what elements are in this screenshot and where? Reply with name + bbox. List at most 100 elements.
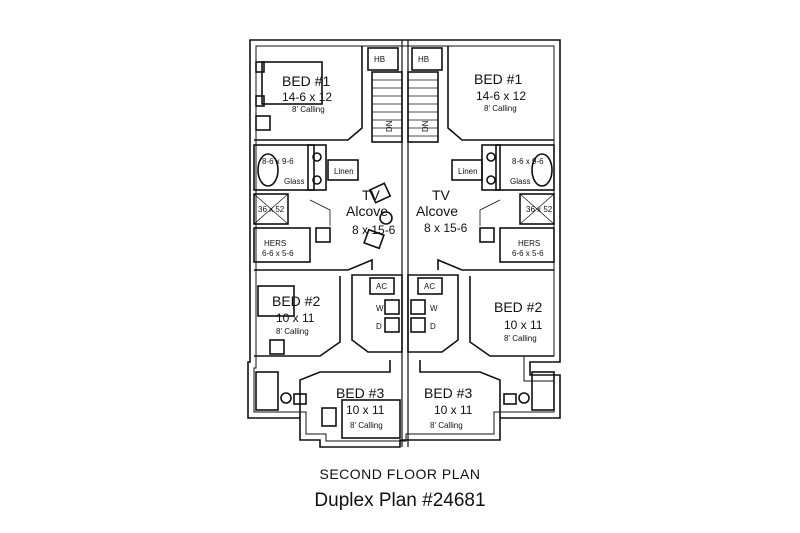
- bed3-left-ceiling: 8' Calling: [350, 421, 383, 430]
- laundry-left: [351, 274, 403, 353]
- corridor-right: [437, 258, 554, 271]
- wc-bottom-left: [280, 392, 292, 404]
- glass-right: Glass: [510, 177, 530, 186]
- washer-left: [384, 299, 400, 315]
- bed1-right-dims: 14-6 x 12: [476, 89, 526, 103]
- w-right: W: [430, 304, 438, 313]
- stair-right: [407, 71, 439, 143]
- bed1-left-bed: [261, 61, 323, 105]
- hers-left: [253, 227, 311, 263]
- wc-left: [315, 227, 331, 243]
- bed2-left-bed: [257, 285, 295, 317]
- d-right: D: [430, 322, 436, 331]
- ac-left-box: [369, 277, 395, 295]
- linen-right: [451, 159, 483, 181]
- shower-left-x2: [253, 193, 289, 225]
- wc-left-door: [309, 199, 331, 226]
- hb-right: HB: [418, 55, 429, 64]
- laundry-right: [407, 274, 459, 353]
- plan-caption: Duplex Plan #24681: [314, 490, 486, 511]
- bed1-left-dims: 14-6 x 12: [282, 90, 332, 104]
- bed3-right-wall: [419, 360, 501, 418]
- glass-left: Glass: [284, 177, 304, 186]
- bed3-left-wall: [299, 360, 391, 418]
- tv-chair-left: [368, 182, 392, 204]
- bed1-right-ceiling: 8' Calling: [484, 104, 517, 113]
- tv-chair-right: [363, 228, 385, 250]
- stair-right-treads: [408, 79, 438, 137]
- sink-bottom-right: [503, 393, 517, 405]
- tub-right: [531, 153, 553, 187]
- bed1-right-wall: [447, 46, 554, 141]
- dryer-right: [410, 317, 426, 333]
- bed2-right-wall: [469, 276, 554, 357]
- shower-left-dims: 36 x 52: [258, 205, 285, 214]
- hers-right-name: HERS: [518, 239, 540, 248]
- bath-left: [253, 144, 315, 191]
- bed1-left-wall: [254, 46, 363, 141]
- hers-right: [499, 227, 555, 263]
- bed2-right-name: BED #2: [494, 299, 542, 315]
- linen-right-label: Linen: [458, 167, 478, 176]
- bed2-left-name: BED #2: [272, 293, 320, 309]
- bath-right-dims: 8-6 x 9-6: [512, 157, 544, 166]
- bed3-left-desk: [321, 407, 337, 427]
- floor-caption: SECOND FLOOR PLAN: [319, 466, 481, 482]
- bed3-right-dims: 10 x 11: [434, 403, 473, 417]
- tub-bottom-left: [255, 371, 279, 411]
- tv-right-name2: Alcove: [416, 203, 458, 219]
- stair-left-treads: [372, 79, 402, 137]
- dn-right: DN: [421, 120, 430, 132]
- bath-right: [495, 144, 555, 191]
- w-left: W: [376, 304, 384, 313]
- bed1-right-name: BED #1: [474, 71, 522, 87]
- bed2-left-wall: [254, 276, 341, 357]
- d-left: D: [376, 322, 382, 331]
- sink-left-a: [312, 152, 322, 162]
- bed1-left-nightstand-b: [255, 95, 265, 107]
- shower-right: [519, 193, 555, 225]
- bed2-left-dresser: [269, 339, 285, 355]
- bed2-left-ceiling: 8' Calling: [276, 327, 309, 336]
- tv-left-name2: Alcove: [346, 203, 388, 219]
- sink-bottom-left: [293, 393, 307, 405]
- shower-right-x2: [519, 193, 555, 225]
- linen-left: [327, 159, 359, 181]
- shower-left: [253, 193, 289, 225]
- hers-left-name: HERS: [264, 239, 286, 248]
- bed3-right-ceiling: 8' Calling: [430, 421, 463, 430]
- bed2-right-dims: 10 x 11: [504, 318, 543, 332]
- stair-left: [371, 71, 403, 143]
- wc-bottom-right: [518, 392, 530, 404]
- sink-left-b: [312, 175, 322, 185]
- washer-right: [410, 299, 426, 315]
- hers-right-dims: 6-6 x 5-6: [512, 249, 544, 258]
- bed3-left-name: BED #3: [336, 385, 384, 401]
- ac-right-box: [417, 277, 443, 295]
- wc-right-door: [479, 199, 501, 226]
- corridor-left: [254, 258, 373, 271]
- dn-left: DN: [385, 120, 394, 132]
- bed3-left-bed: [341, 399, 401, 439]
- bed2-right-ceiling: 8' Calling: [504, 334, 537, 343]
- hb-left-box: [367, 47, 399, 71]
- tv-table: [379, 211, 393, 225]
- bed2-left-dims: 10 x 11: [276, 311, 315, 325]
- outer-wall: [247, 39, 561, 448]
- bed1-left-nightstand-a: [255, 61, 265, 73]
- vanity-left: [307, 144, 327, 191]
- tub-left: [257, 153, 279, 187]
- bed1-left-dresser: [255, 115, 271, 131]
- hb-left: HB: [374, 55, 385, 64]
- sink-right-b: [486, 175, 496, 185]
- dryer-left: [384, 317, 400, 333]
- hers-left-dims: 6-6 x 5-6: [262, 249, 294, 258]
- tv-right-dims: 8 x 15-6: [424, 221, 468, 235]
- tv-right-name1: TV: [432, 187, 451, 203]
- wc-right: [479, 227, 495, 243]
- bed1-left-ceiling: 8' Calling: [292, 105, 325, 114]
- hb-right-box: [411, 47, 443, 71]
- bed1-left-name: BED #1: [282, 73, 330, 89]
- bed3-right-name: BED #3: [424, 385, 472, 401]
